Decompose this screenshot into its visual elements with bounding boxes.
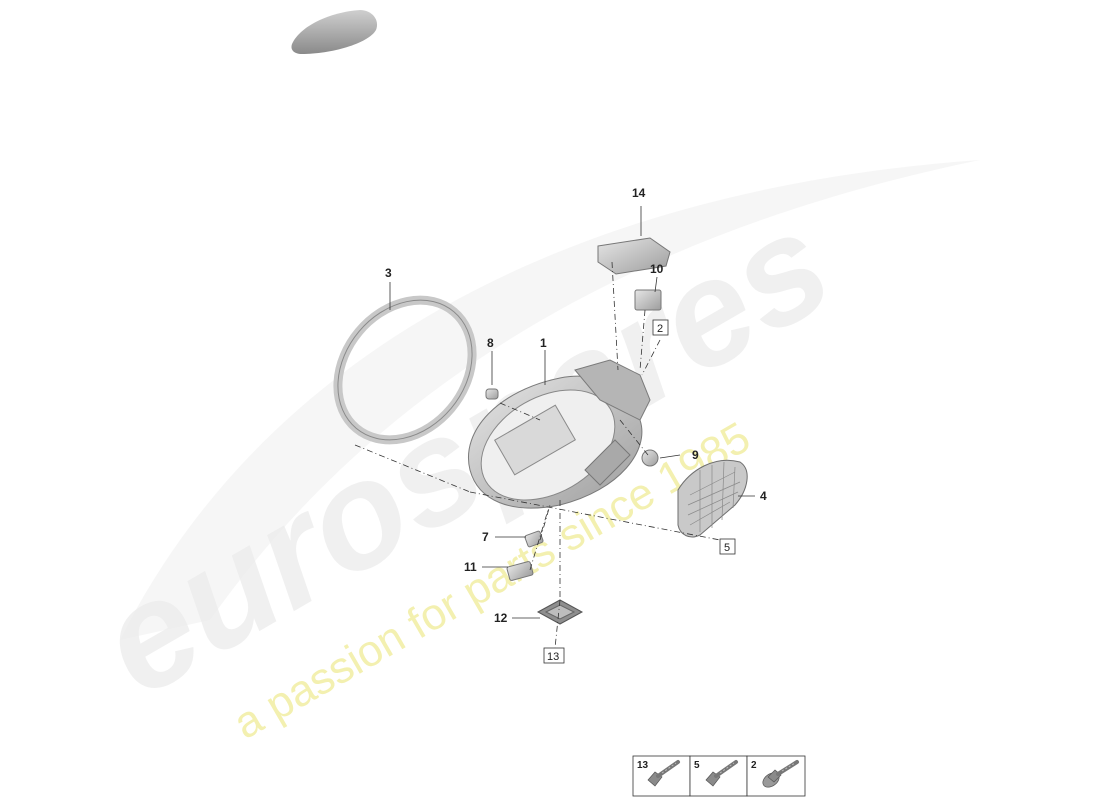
part-11-socket xyxy=(506,561,534,581)
bolt-2-icon xyxy=(762,760,799,788)
part-4-mesh-cover xyxy=(677,459,748,538)
car-silhouette-icon xyxy=(291,10,378,54)
legend-cell-2: 2 xyxy=(751,760,757,771)
part-1-headlight-assembly xyxy=(468,359,651,509)
part-9-cap xyxy=(641,449,659,467)
callout-11-label: 11 xyxy=(464,560,477,574)
bolt-5-icon xyxy=(705,760,738,787)
callout-12-label: 12 xyxy=(494,611,508,625)
legend-cell-13: 13 xyxy=(637,760,649,771)
assembly-lines xyxy=(354,261,721,649)
callout-8-label: 8 xyxy=(487,336,494,350)
callout-7-label: 7 xyxy=(482,530,489,544)
callout-10-label: 10 xyxy=(650,262,664,276)
legend-cell-5: 5 xyxy=(694,760,700,771)
bolt-13-icon xyxy=(647,760,680,787)
part-10-connector xyxy=(634,289,662,311)
watermark-swoosh xyxy=(120,160,980,640)
callout-9-label: 9 xyxy=(692,448,699,462)
callout-1-label: 1 xyxy=(540,336,547,350)
part-12-seal-plate xyxy=(536,599,584,625)
part-14-control-module xyxy=(597,237,671,275)
callout-14-label: 14 xyxy=(632,186,646,200)
callout-4-label: 4 xyxy=(760,489,767,503)
callout-3-label: 3 xyxy=(385,266,392,280)
boxed-ref-13: 13 xyxy=(547,651,559,663)
part-8-bulb xyxy=(485,388,499,400)
hardware-legend: 13 5 2 xyxy=(632,755,806,797)
callout-labels: 12 3 1 8 14 10 9 4 7 11 12 xyxy=(385,186,767,625)
boxed-refs: 2 5 13 xyxy=(543,319,736,664)
leader-lines xyxy=(389,206,755,619)
boxed-ref-2: 2 xyxy=(657,323,663,335)
boxed-ref-5: 5 xyxy=(724,542,730,554)
part-3-bezel-ring xyxy=(333,295,477,445)
